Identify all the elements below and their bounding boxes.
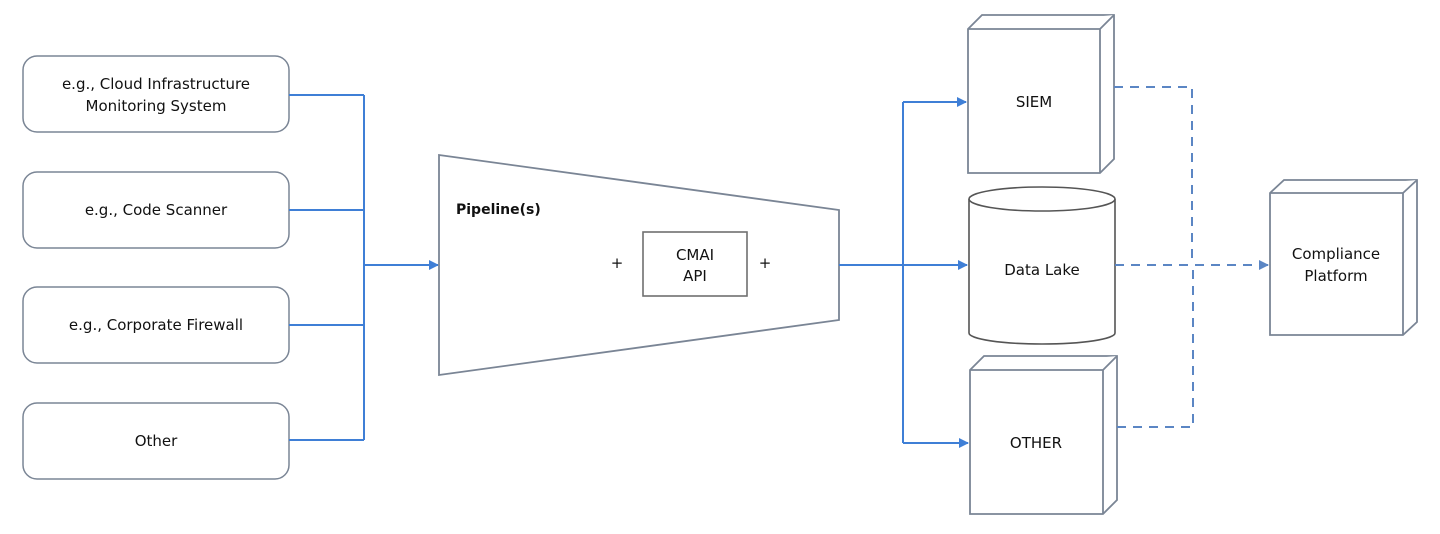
pipeline-title: Pipeline(s) [456, 202, 541, 218]
destination-siem[interactable]: SIEM [967, 14, 1115, 174]
compliance-label-line1: Compliance [1292, 245, 1380, 263]
destination-other[interactable]: OTHER [969, 355, 1118, 515]
plus-left: + [611, 254, 624, 272]
source-label-line2: Monitoring System [86, 97, 227, 115]
destination-data-lake[interactable]: Data Lake [968, 186, 1116, 345]
pipeline[interactable]: Pipeline(s) + CMAI API + [438, 153, 840, 377]
source-label: Other [135, 432, 178, 450]
siem-label: SIEM [1016, 93, 1052, 111]
cmai-api-box[interactable]: CMAI API [642, 231, 748, 297]
dash-other [1117, 265, 1194, 428]
destination-connectors [839, 97, 969, 448]
compliance-platform[interactable]: Compliance Platform [1269, 179, 1418, 336]
dash-siem [1114, 86, 1193, 265]
source-label: e.g., Corporate Firewall [69, 316, 243, 334]
source-code-scanner[interactable]: e.g., Code Scanner [22, 171, 290, 249]
plus-right: + [759, 254, 772, 272]
source-label-line1: e.g., Cloud Infrastructure [62, 75, 250, 93]
source-other[interactable]: Other [22, 402, 290, 480]
cmai-api-line1: CMAI [676, 246, 714, 264]
source-corporate-firewall[interactable]: e.g., Corporate Firewall [22, 286, 290, 364]
cmai-api-line2: API [683, 267, 707, 285]
other-dest-label: OTHER [1010, 434, 1062, 452]
source-connectors [289, 94, 439, 441]
compliance-label-line2: Platform [1304, 267, 1367, 285]
source-label: e.g., Code Scanner [85, 201, 228, 219]
compliance-connectors [1114, 86, 1269, 428]
data-lake-label: Data Lake [1004, 261, 1080, 279]
source-cloud-infrastructure[interactable]: e.g., Cloud Infrastructure Monitoring Sy… [22, 55, 290, 133]
